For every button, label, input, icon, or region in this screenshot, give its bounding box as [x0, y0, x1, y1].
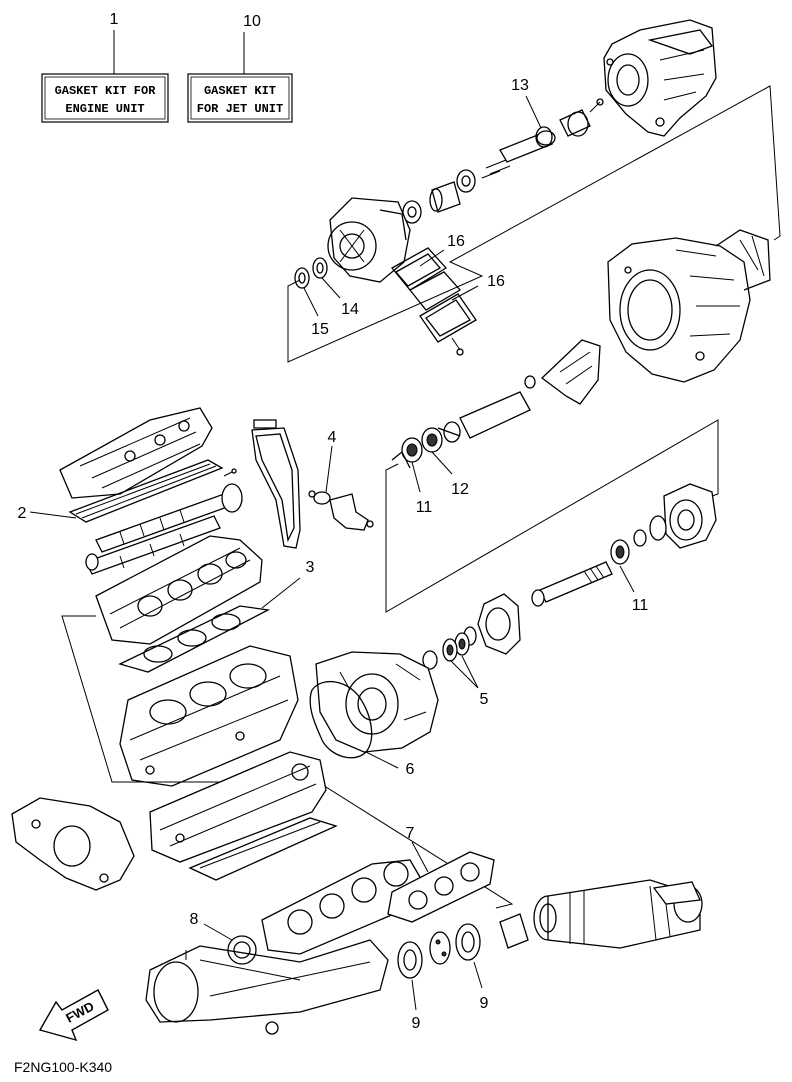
- callout-1: 1: [110, 11, 119, 28]
- kit-engine-unit: GASKET KIT FOR ENGINE UNIT 1: [41, 11, 169, 123]
- oil-seal-15: [294, 267, 310, 289]
- head-gasket-3: [118, 605, 271, 673]
- callout-16-upper: 16: [447, 233, 465, 250]
- callout-13: 13: [511, 77, 529, 94]
- jet-bearing-sleeve-upper: [402, 169, 476, 224]
- callout-14: 14: [341, 301, 359, 318]
- kit-jet-label-line1: GASKET KIT: [204, 84, 276, 98]
- chain-tensioner: [308, 490, 374, 531]
- callout-11-lower: 11: [632, 597, 649, 614]
- jet-shaft-upper: [481, 98, 604, 179]
- callout-3: 3: [306, 559, 315, 576]
- callout-16-lower: 16: [487, 273, 505, 290]
- kit-engine-bracket: [61, 615, 514, 909]
- callout-2: 2: [18, 505, 27, 522]
- kit-engine-label-line1: GASKET KIT FOR: [55, 84, 157, 98]
- figure-code: F2NG100-K340: [14, 1059, 112, 1075]
- drive-shaft: [531, 539, 630, 607]
- callout-11-upper: 11: [416, 499, 433, 516]
- exhaust-gasket-9-right: [455, 923, 481, 961]
- exhaust-pipe: [145, 939, 389, 1035]
- o-ring-13: [535, 126, 553, 148]
- jet-bearing-housing: [633, 483, 717, 549]
- callout-10: 10: [243, 13, 261, 30]
- coupling-housing: [422, 593, 521, 670]
- kit-jet-label-line2: FOR JET UNIT: [197, 102, 283, 116]
- exhaust-gasket-8: [227, 935, 257, 965]
- side-cover: [11, 797, 135, 891]
- callout-4: 4: [328, 429, 337, 446]
- kit-engine-label-line2: ENGINE UNIT: [65, 102, 144, 116]
- callout-15: 15: [311, 321, 329, 338]
- callout-6: 6: [406, 761, 415, 778]
- kit-jet-bracket-lower: [385, 419, 719, 613]
- cylinder-head-cover: [59, 407, 213, 499]
- exhaust-gasket-9-left: [397, 941, 423, 979]
- jet-nozzle-housing: [603, 19, 717, 137]
- callout-5: 5: [480, 691, 489, 708]
- callout-7: 7: [406, 825, 415, 842]
- callout-8: 8: [190, 911, 199, 928]
- intake-cover-parts: [391, 247, 477, 356]
- water-lock-joint: [499, 879, 703, 949]
- callout-12: 12: [451, 481, 469, 498]
- callout-9-left: 9: [412, 1015, 421, 1032]
- kit-jet-unit: GASKET KIT FOR JET UNIT 10: [187, 13, 293, 123]
- oil-seal-14: [312, 257, 328, 279]
- kit-jet-bracket-upper: [287, 85, 781, 363]
- timing-case-cover: [315, 651, 439, 753]
- cylinder-head: [95, 535, 263, 645]
- jet-cone-shaft: [391, 339, 601, 469]
- jet-impeller-housing: [327, 197, 411, 283]
- exhaust-gasket-7: [387, 851, 495, 923]
- timing-chain: [251, 419, 301, 549]
- exhaust-flange: [429, 931, 451, 965]
- fwd-arrow-icon: FWD: [38, 989, 109, 1042]
- camshafts: [85, 483, 243, 575]
- cylinder-block: [119, 645, 299, 787]
- crankcase: [149, 751, 327, 863]
- head-cover-gasket-2: [68, 459, 224, 523]
- jet-pump-housing: [607, 229, 771, 383]
- crankcase-lower: [188, 817, 338, 881]
- callout-9-right: 9: [480, 995, 489, 1012]
